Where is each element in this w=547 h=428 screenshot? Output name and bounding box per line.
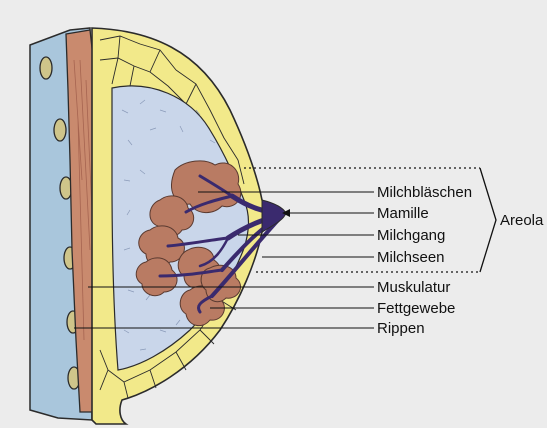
label-muskulatur: Muskulatur [377,279,450,296]
rib [40,57,52,79]
label-fettgewebe: Fettgewebe [377,300,455,317]
label-milchseen: Milchseen [377,249,445,266]
label-mamille: Mamille [377,205,429,222]
labels: Milchbläschen Mamille Milchgang Milchsee… [377,184,544,337]
label-areola: Areola [500,212,544,229]
label-rippen: Rippen [377,320,425,337]
label-milchblaeschen: Milchbläschen [377,184,472,201]
label-milchgang: Milchgang [377,227,445,244]
rib [54,119,66,141]
